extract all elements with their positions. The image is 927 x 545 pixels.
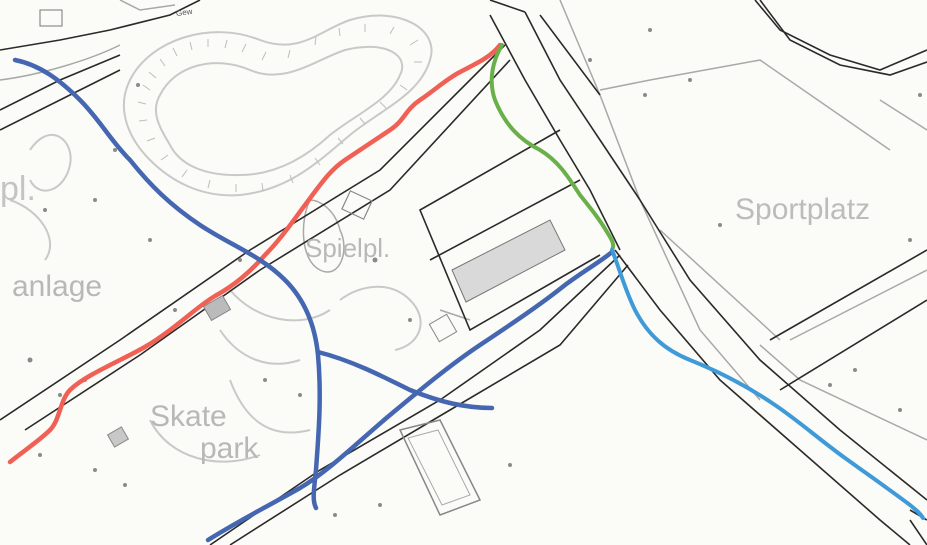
park-contours [9, 14, 433, 463]
dark-blue-route[interactable] [12, 57, 322, 511]
map-label-anlage: anlage [12, 270, 103, 303]
map-point-symbols [27, 28, 922, 517]
dark-blue-route-branch[interactable] [315, 349, 495, 411]
green-route[interactable] [489, 43, 616, 252]
dark-blue-route-road[interactable] [205, 249, 615, 543]
map-label-sportplatz: Sportplatz [735, 193, 871, 226]
map-label-spielpl-partial: pl. [0, 170, 36, 208]
red-route[interactable] [7, 42, 503, 465]
buildings [39, 9, 566, 516]
light-blue-route[interactable] [610, 248, 925, 520]
contour-hatching [137, 24, 422, 192]
map-label-spielpl: Spielpl. [305, 233, 391, 263]
map-label-skate: Skate [150, 400, 227, 433]
minor-paths [0, 0, 927, 441]
map-label-park: park [200, 432, 259, 465]
